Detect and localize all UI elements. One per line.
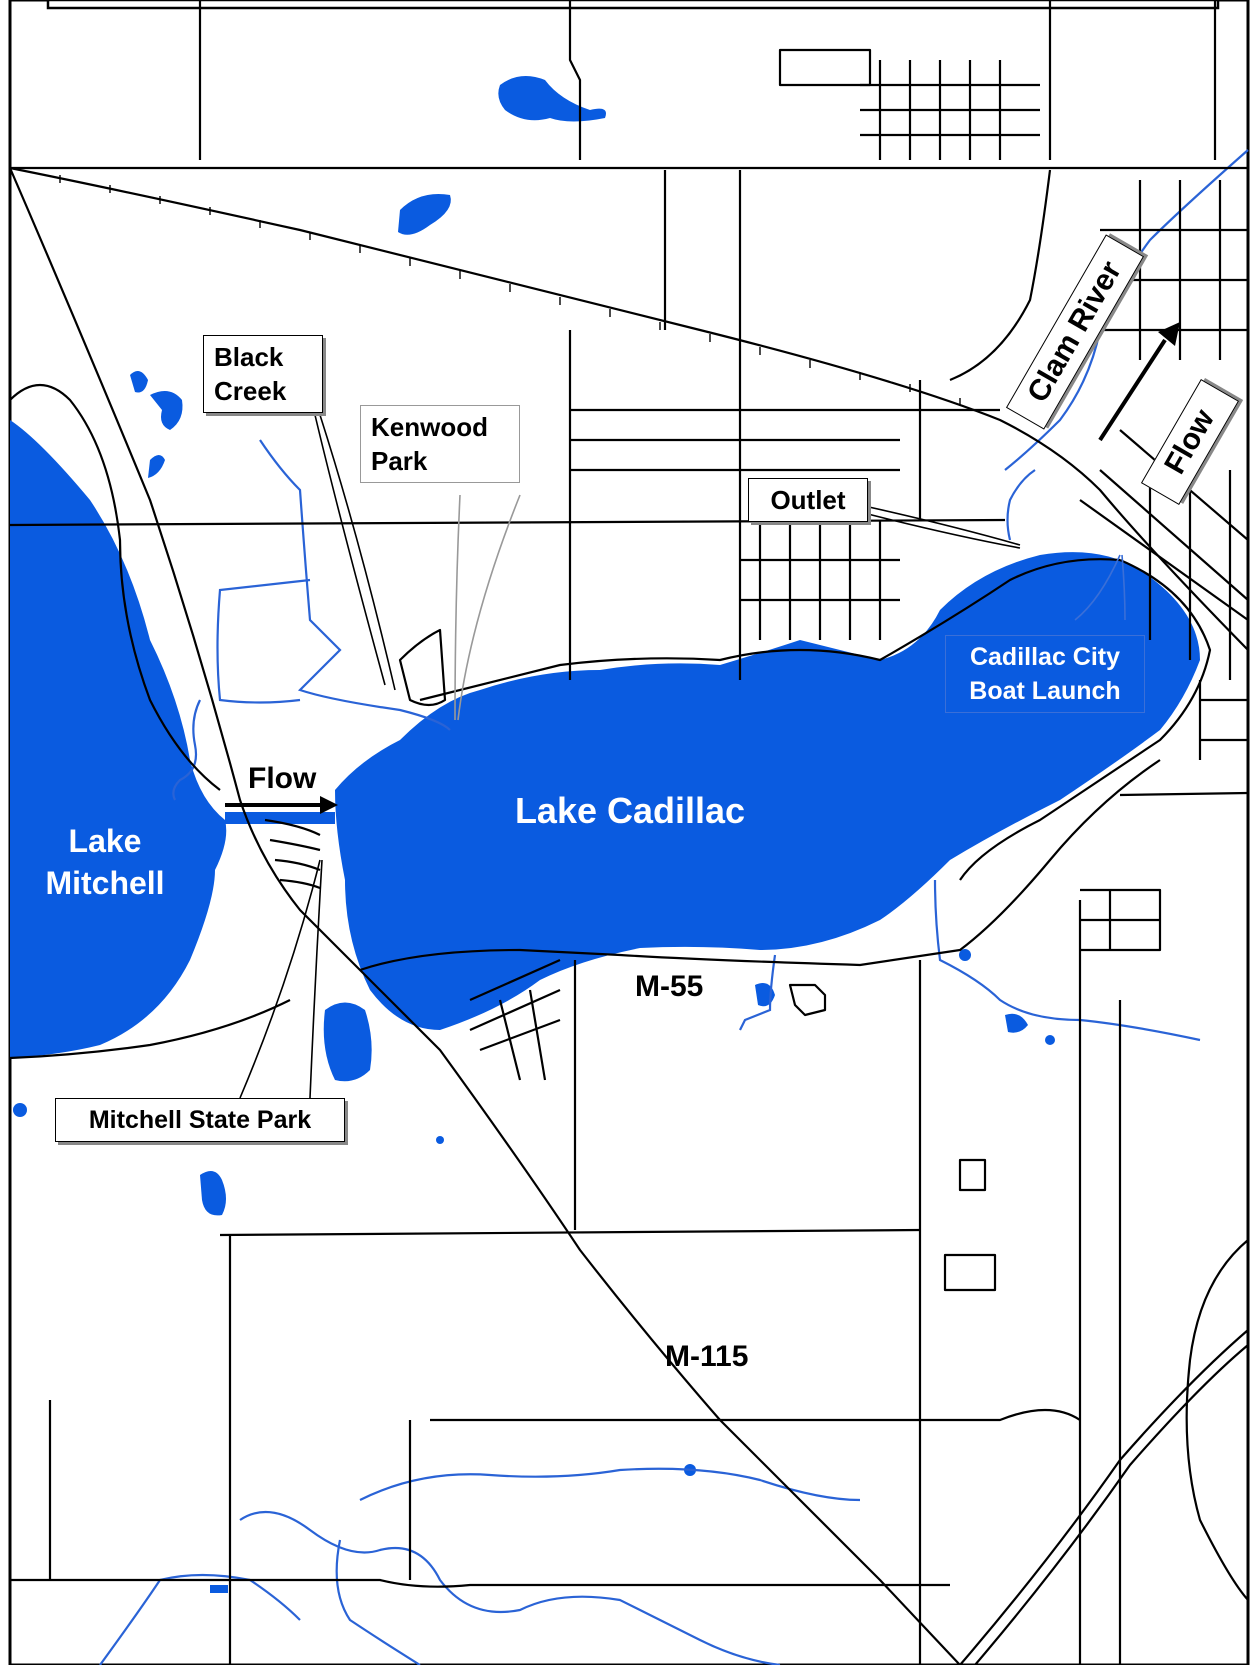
lake-mitchell-water — [10, 420, 227, 1058]
pond-small-east-2 — [959, 949, 971, 961]
creek-west-loop — [216, 578, 311, 704]
road-west-lake — [9, 384, 221, 791]
creek-south-4 — [335, 1539, 421, 1665]
pond-small-sw — [210, 1585, 228, 1593]
leader-outlet — [859, 504, 1021, 546]
creek-south-1 — [99, 1573, 301, 1665]
black-creek-stream — [259, 439, 451, 731]
leader-boat-launch-2 — [1121, 554, 1126, 621]
leader-kenwood-1 — [454, 494, 461, 721]
label-m115: M-115 — [665, 1340, 749, 1373]
pond-east — [1005, 1013, 1028, 1033]
road-m55-spur — [788, 983, 827, 1017]
road-rail-east — [959, 1329, 1249, 1665]
label-outlet: Outlet — [748, 478, 868, 522]
leader-black-creek — [314, 414, 386, 686]
road-m55 — [359, 759, 1161, 972]
pond-small-mid — [436, 1136, 444, 1144]
leader-boat-launch — [1074, 554, 1121, 621]
label-mitchell-state-park: Mitchell State Park — [55, 1098, 345, 1142]
road-grid-mid — [570, 408, 1000, 640]
road-h-5 — [10, 1578, 950, 1588]
pond-west-2 — [150, 391, 183, 430]
road-park-streets — [264, 818, 321, 890]
creek-south-2 — [239, 1510, 781, 1665]
lake-channel — [225, 812, 335, 824]
outlet-stream — [1006, 469, 1036, 541]
road-curve-north — [949, 169, 1052, 382]
flow-arrow-east — [1098, 322, 1180, 442]
road-m115 — [8, 167, 961, 1665]
label-flow-west: Flow — [248, 762, 317, 795]
label-cadillac-boat-launch: Cadillac City Boat Launch — [945, 635, 1145, 713]
label-black-creek: Black Creek — [203, 335, 323, 413]
road-h-6 — [1119, 791, 1249, 797]
label-kenwood-park: Kenwood Park — [360, 405, 520, 483]
road-lake-shore-e — [959, 558, 1212, 881]
label-lake-cadillac: Lake Cadillac — [514, 790, 746, 831]
flow-arrow-west — [225, 796, 338, 814]
road-v-2 — [568, 0, 582, 160]
road-loop-south-2 — [943, 1253, 997, 1292]
leader-lines — [239, 414, 1126, 1099]
creek-east-south — [933, 879, 1201, 1042]
leader-state-park-2 — [309, 859, 323, 1099]
leader-kenwood-2 — [457, 494, 521, 721]
pond-north-2 — [398, 194, 451, 235]
title-box-edge — [46, 0, 1220, 10]
leader-outlet-2 — [859, 511, 1021, 549]
road-grid-n1 — [860, 60, 1040, 160]
pond-south-park — [323, 1002, 372, 1082]
road-h-3 — [9, 999, 291, 1060]
road-lake-shore-n — [419, 558, 1121, 702]
leader-state-park — [239, 859, 321, 1099]
pond-sw — [200, 1171, 226, 1216]
label-lake-mitchell: Lake Mitchell — [45, 823, 165, 901]
road-m55-grid — [469, 958, 561, 1081]
road-rail-east-2 — [974, 1344, 1249, 1665]
road-south-block — [1080, 888, 1162, 952]
roads — [8, 0, 1249, 1665]
leader-black-creek-2 — [319, 414, 396, 691]
pond-west-1 — [130, 371, 148, 393]
road-loop-south — [958, 1158, 987, 1192]
road-kenwood — [398, 628, 447, 707]
road-rail-1 — [9, 166, 1249, 651]
road-h-4 — [219, 1228, 921, 1237]
railroad-ticks — [59, 175, 961, 406]
creek-m55 — [739, 954, 777, 1031]
pond-west-3 — [148, 455, 165, 478]
label-m55: M-55 — [635, 970, 704, 1003]
pond-small-west — [13, 1103, 27, 1117]
pond-small-east — [1045, 1035, 1055, 1045]
road-curve-east — [1185, 1239, 1249, 1601]
road-south-mid — [430, 1408, 1081, 1422]
